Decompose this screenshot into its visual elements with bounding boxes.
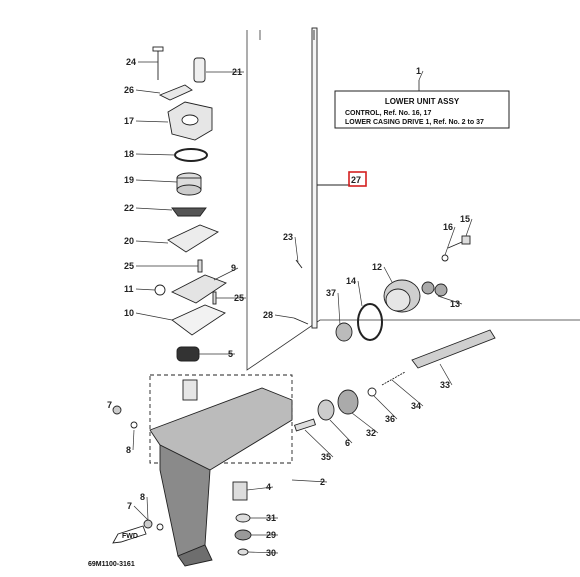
callout-c8a: 8 xyxy=(126,445,131,455)
title-box: LOWER UNIT ASSY CONTROL, Ref. No. 16, 17… xyxy=(334,80,510,129)
callout-c23: 23 xyxy=(283,232,293,242)
callout-c33: 33 xyxy=(440,380,450,390)
callout-c32: 32 xyxy=(366,428,376,438)
leader-line-c34 xyxy=(391,379,424,407)
callout-c7a: 7 xyxy=(107,400,112,410)
callout-c14: 14 xyxy=(346,276,356,286)
callout-c6: 6 xyxy=(345,438,350,448)
callout-c10: 10 xyxy=(124,308,134,318)
leader-line-c16 xyxy=(444,226,456,256)
callout-c25b: 25 xyxy=(234,293,244,303)
leader-line-c15 xyxy=(465,218,473,237)
callout-c34: 34 xyxy=(411,401,421,411)
callout-c26: 26 xyxy=(124,85,134,95)
title-box-line1: CONTROL, Ref. No. 16, 17 xyxy=(345,110,431,117)
leader-line-c2 xyxy=(291,479,328,483)
lower-casing xyxy=(149,374,293,567)
callout-c11: 11 xyxy=(124,284,134,294)
leader-line-c30 xyxy=(247,551,279,554)
callout-c17: 17 xyxy=(124,116,134,126)
callout-c19: 19 xyxy=(124,175,134,185)
leader-line-c35 xyxy=(304,429,334,458)
leader-line-c28 xyxy=(274,314,295,319)
gearcase-parts xyxy=(232,235,496,556)
leader-line-c23 xyxy=(294,236,299,263)
callout-c21: 21 xyxy=(232,67,242,77)
diagram-code: 69M1100-3161 xyxy=(88,561,135,568)
callout-c18: 18 xyxy=(124,149,134,159)
callout-c28: 28 xyxy=(263,310,273,320)
leader-line-c20 xyxy=(135,240,169,244)
callout-c31: 31 xyxy=(266,513,276,523)
callout-c8b: 8 xyxy=(140,492,145,502)
callout-c1: 1 xyxy=(416,66,421,76)
callout-c15: 15 xyxy=(460,214,470,224)
water-pump-parts xyxy=(152,46,227,401)
callout-c2: 2 xyxy=(320,477,325,487)
callout-c36: 36 xyxy=(385,414,395,424)
callout-c4: 4 xyxy=(266,482,271,492)
leader-line-c33 xyxy=(439,363,453,386)
fwd-label: FWD xyxy=(122,533,138,540)
callout-c9: 9 xyxy=(231,263,236,273)
leader-line-c4 xyxy=(246,486,274,491)
callout-c30: 30 xyxy=(266,548,276,558)
leader-line-c37 xyxy=(337,292,341,326)
leader-line-c26 xyxy=(135,89,161,94)
leader-line-c9 xyxy=(213,267,239,281)
leader-line-c8a xyxy=(132,429,135,451)
drive-shaft xyxy=(311,27,350,329)
leader-line-c17 xyxy=(135,120,169,123)
leader-line-c36 xyxy=(373,395,398,420)
callout-c20: 20 xyxy=(124,236,134,246)
leader-line-c18 xyxy=(135,153,176,156)
callout-c13: 13 xyxy=(450,299,460,309)
callout-c25a: 25 xyxy=(124,261,134,271)
leader-line-c8b xyxy=(146,496,149,521)
callout-c24: 24 xyxy=(126,57,136,67)
leader-line-c12 xyxy=(383,266,393,283)
drain-screws xyxy=(112,405,164,531)
leader-line-c6 xyxy=(329,419,353,444)
leader-line-c19 xyxy=(135,179,178,183)
leader-line-c13 xyxy=(437,295,463,305)
callout-c5: 5 xyxy=(228,349,233,359)
leader-line-c7b xyxy=(133,505,149,521)
callout-c29: 29 xyxy=(266,530,276,540)
leader-line-c10 xyxy=(135,312,173,321)
leader-line-c11 xyxy=(135,288,156,291)
frame-lines xyxy=(246,30,580,371)
title-box-line2: LOWER CASING DRIVE 1, Ref. No. 2 to 37 xyxy=(345,119,484,126)
callout-c27: 27 xyxy=(351,175,361,185)
callouts: 1245677889101112131415161718192021222324… xyxy=(107,57,473,558)
callout-c7b: 7 xyxy=(127,501,132,511)
callout-c37: 37 xyxy=(326,288,336,298)
leader-line-c22 xyxy=(135,207,173,211)
title-box-title: LOWER UNIT ASSY xyxy=(385,97,460,106)
fwd-arrow: FWD xyxy=(112,525,147,544)
leader-line-c14 xyxy=(357,280,363,307)
leader-line-c32 xyxy=(351,412,379,434)
callout-c12: 12 xyxy=(372,262,382,272)
highlight-box xyxy=(348,171,367,187)
callout-c35: 35 xyxy=(321,452,331,462)
leader-line-c1 xyxy=(418,70,424,81)
callout-c16: 16 xyxy=(443,222,453,232)
callout-c22: 22 xyxy=(124,203,134,213)
